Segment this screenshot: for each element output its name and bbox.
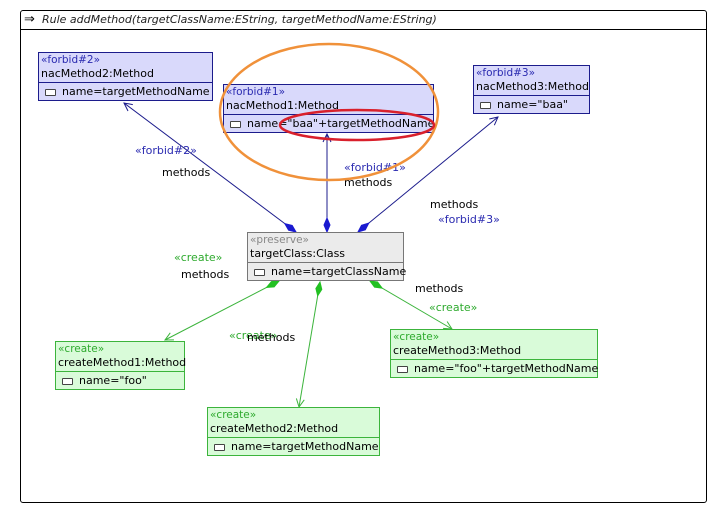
edge-forbid-1-stereotype: «forbid#1» — [344, 161, 406, 174]
rule-title[interactable]: Rule addMethod(targetClassName:EString, … — [42, 13, 437, 26]
node-attribute[interactable]: name="foo" — [56, 371, 184, 389]
edge-forbid-2-label: methods — [162, 166, 211, 179]
attribute-icon — [480, 101, 491, 109]
edge-forbid-2-stereotype: «forbid#2» — [135, 144, 197, 157]
node-stereotype: «create» — [210, 409, 257, 421]
edge-create-2-label: methods — [247, 331, 296, 344]
node-nacMethod3[interactable]: «forbid#3» nacMethod3:Method name="baa" — [473, 65, 590, 114]
node-nacMethod1[interactable]: «forbid#1» nacMethod1:Method name="baa"+… — [223, 84, 434, 133]
edge-forbid-3-stereotype: «forbid#3» — [438, 213, 500, 226]
attribute-text: name=targetMethodName — [62, 85, 210, 98]
rule-arrow-icon: ⇒ — [24, 12, 35, 27]
rule-header: ⇒ Rule addMethod(targetClassName:EString… — [21, 11, 706, 30]
node-attribute[interactable]: name="baa" — [474, 95, 589, 113]
node-attribute[interactable]: name=targetMethodName — [208, 437, 379, 455]
attribute-text: name=targetMethodName — [231, 440, 379, 453]
attribute-icon — [397, 365, 408, 373]
node-name: targetClass:Class — [250, 247, 346, 260]
edge-forbid-1-label: methods — [344, 176, 393, 189]
node-stereotype: «create» — [393, 331, 440, 343]
attribute-text: name="foo"+targetMethodName — [414, 362, 599, 375]
edge-create-3-label: methods — [415, 282, 464, 295]
node-attribute[interactable]: name=targetClassName — [248, 262, 407, 280]
node-attribute[interactable]: name="baa"+targetMethodName — [224, 114, 435, 132]
edge-create-2-stereotype: «create» — [229, 329, 278, 342]
node-name: createMethod3:Method — [393, 344, 522, 357]
node-stereotype: «preserve» — [250, 234, 309, 246]
node-name: nacMethod1:Method — [226, 99, 339, 112]
attribute-icon — [62, 377, 73, 385]
node-stereotype: «forbid#2» — [41, 54, 101, 66]
node-attribute[interactable]: name="foo"+targetMethodName — [391, 359, 599, 377]
node-createMethod1[interactable]: «create» createMethod1:Method name="foo" — [55, 341, 187, 390]
edge-forbid-3-label: methods — [430, 198, 479, 211]
attribute-text: name="baa"+targetMethodName — [247, 117, 435, 130]
node-createMethod3[interactable]: «create» createMethod3:Method name="foo"… — [390, 329, 598, 378]
node-name: createMethod1:Method — [58, 356, 187, 369]
node-attribute[interactable]: name=targetMethodName — [39, 82, 212, 100]
attribute-icon — [254, 268, 265, 276]
edge-create-1-stereotype: «create» — [174, 251, 223, 264]
attribute-icon — [214, 443, 225, 451]
node-targetClass[interactable]: «preserve» targetClass:Class name=target… — [247, 232, 407, 281]
node-name: nacMethod2:Method — [41, 67, 154, 80]
edge-create-1-label: methods — [181, 268, 230, 281]
attribute-text: name="foo" — [79, 374, 147, 387]
attribute-icon — [45, 88, 56, 96]
edge-create-3-stereotype: «create» — [429, 301, 478, 314]
attribute-icon — [230, 120, 241, 128]
node-stereotype: «forbid#1» — [226, 86, 286, 98]
node-createMethod2[interactable]: «create» createMethod2:Method name=targe… — [207, 407, 380, 456]
node-name: nacMethod3:Method — [476, 80, 589, 93]
node-stereotype: «forbid#3» — [476, 67, 536, 79]
attribute-text: name="baa" — [497, 98, 568, 111]
node-stereotype: «create» — [58, 343, 105, 355]
node-nacMethod2[interactable]: «forbid#2» nacMethod2:Method name=target… — [38, 52, 213, 101]
rule-frame: ⇒ Rule addMethod(targetClassName:EString… — [20, 10, 707, 503]
node-name: createMethod2:Method — [210, 422, 339, 435]
attribute-text: name=targetClassName — [271, 265, 407, 278]
